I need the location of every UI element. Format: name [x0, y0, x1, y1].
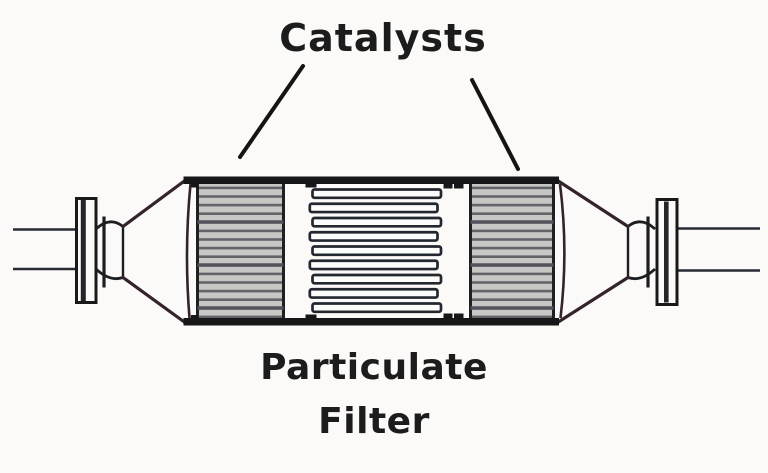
- filter-channel: [308, 259, 439, 271]
- particulate-filter-channels: [308, 188, 443, 314]
- flange-right: [655, 198, 679, 306]
- filter-channel: [311, 188, 443, 200]
- filter-channel: [308, 287, 439, 299]
- flange-left: [75, 197, 98, 304]
- end-cap-curve-right: [558, 183, 566, 319]
- particulate-filter-label-line2: Filter: [318, 401, 430, 442]
- outlet-cone: [555, 178, 630, 325]
- inlet-connector-left: [95, 216, 125, 288]
- pointer-line-left: [238, 64, 305, 159]
- exhaust-pipe-left: [13, 228, 77, 271]
- catalysts-label: Catalysts: [279, 16, 487, 60]
- outlet-connector-right: [626, 216, 656, 288]
- particulate-filter-label: Particulate Filter: [260, 341, 488, 449]
- filter-channel: [311, 273, 443, 285]
- filter-channel: [308, 202, 439, 214]
- canister-wall-bottom: [183, 318, 559, 326]
- pointer-line-right: [470, 78, 520, 171]
- filter-channel: [311, 245, 443, 257]
- canister-wall-top: [183, 176, 559, 184]
- filter-channel: [311, 216, 443, 228]
- inlet-cone: [121, 178, 187, 325]
- filter-channel: [311, 302, 443, 314]
- canister-tabs: [191, 182, 464, 320]
- end-cap-curve-left: [185, 183, 192, 319]
- exhaust-pipe-right: [676, 227, 760, 272]
- catalyst-block-right: [469, 179, 555, 324]
- catalyst-block-left: [196, 179, 285, 324]
- filter-channel: [308, 230, 439, 242]
- catalyst-pointer-lines: [238, 64, 520, 171]
- particulate-filter-label-line1: Particulate: [260, 347, 488, 388]
